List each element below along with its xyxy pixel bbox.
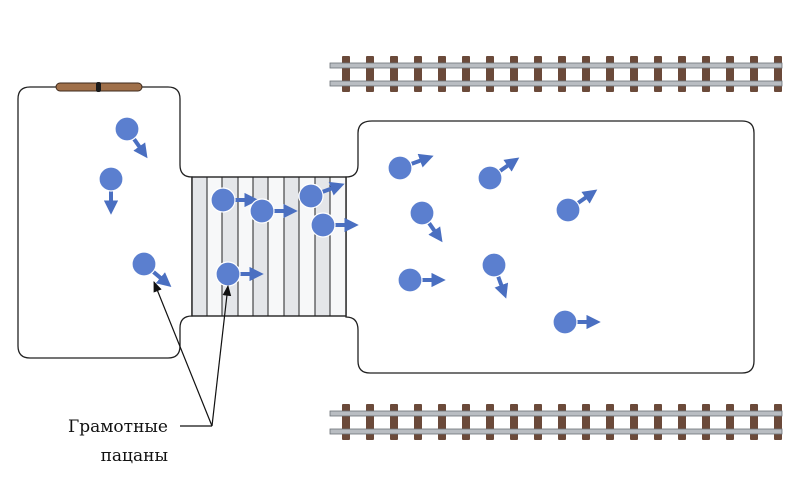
rail-sleeper	[486, 56, 494, 92]
direction-arrow-icon	[575, 189, 598, 206]
person-circle	[310, 212, 336, 238]
person-marker-icon	[552, 309, 601, 335]
person-marker-icon	[98, 166, 124, 215]
direction-arrow-icon	[131, 136, 148, 159]
rail-sleeper	[630, 56, 638, 92]
crossing-stripe	[283, 176, 300, 317]
rail-sleeper	[726, 404, 734, 440]
direction-arrow-icon	[408, 153, 434, 168]
person-marker-icon	[298, 181, 345, 209]
person-marker-icon	[481, 252, 509, 299]
rail-line	[329, 80, 783, 87]
person-marker-icon	[397, 267, 446, 293]
rail-sleeper	[654, 56, 662, 92]
rail-sleeper	[606, 56, 614, 92]
rail-sleeper	[558, 56, 566, 92]
rail-sleeper	[390, 404, 398, 440]
rail-sleeper	[558, 404, 566, 440]
left-platform	[17, 86, 193, 359]
rail-sleeper	[414, 404, 422, 440]
person-circle	[555, 197, 581, 223]
direction-arrow-icon	[494, 273, 509, 299]
annotation: Грамотные пацаны	[68, 280, 232, 466]
rail-sleeper	[774, 404, 782, 440]
railway-track-top	[329, 56, 783, 92]
rail-line	[329, 428, 783, 435]
rail-sleeper	[462, 404, 470, 440]
person-circle	[131, 251, 157, 277]
people-group	[98, 116, 601, 335]
rail-sleeper	[606, 404, 614, 440]
railway-track-bottom	[329, 404, 783, 440]
rail-sleeper	[534, 404, 542, 440]
person-circle	[114, 116, 140, 142]
rail-sleeper	[702, 404, 710, 440]
person-circle	[481, 252, 507, 278]
person-marker-icon	[387, 153, 434, 181]
crossing-stripe	[267, 176, 285, 317]
person-circle	[477, 165, 503, 191]
direction-arrow-icon	[497, 157, 520, 174]
person-circle	[552, 309, 578, 335]
direction-arrow-icon	[426, 220, 443, 243]
rail-sleeper	[726, 56, 734, 92]
person-marker-icon	[215, 261, 264, 287]
crossing-stripe	[237, 176, 254, 317]
rail-sleeper	[486, 404, 494, 440]
rail-line	[329, 410, 783, 417]
leader-line	[153, 280, 213, 427]
rail-sleeper	[438, 56, 446, 92]
crossing-stripe	[191, 176, 208, 317]
person-circle	[98, 166, 124, 192]
rail-sleeper	[654, 404, 662, 440]
annotation-line-2: пацаны	[101, 446, 168, 466]
rail-sleeper	[510, 56, 518, 92]
crossing-stripe	[329, 176, 347, 317]
person-marker-icon	[114, 116, 148, 159]
direction-arrow-icon	[150, 268, 172, 287]
person-circle	[409, 200, 435, 226]
rail-sleeper	[678, 56, 686, 92]
person-marker-icon	[131, 251, 172, 287]
right-platform	[345, 120, 755, 374]
person-circle	[397, 267, 423, 293]
rail-sleeper	[414, 56, 422, 92]
rail-sleeper	[342, 56, 350, 92]
rail-sleeper	[534, 56, 542, 92]
rail-sleeper	[342, 404, 350, 440]
rail-sleeper	[750, 56, 758, 92]
person-marker-icon	[310, 212, 359, 238]
rail-sleeper	[630, 404, 638, 440]
direction-arrow-icon	[319, 181, 345, 196]
rail-sleeper	[582, 404, 590, 440]
person-circle	[298, 183, 324, 209]
person-marker-icon	[477, 157, 520, 191]
person-marker-icon	[409, 200, 443, 243]
rail-sleeper	[366, 56, 374, 92]
rail-sleeper	[702, 56, 710, 92]
rail-sleeper	[366, 404, 374, 440]
person-circle	[249, 198, 275, 224]
person-marker-icon	[249, 198, 298, 224]
crossing-stripe	[252, 176, 269, 317]
annotation-line-1: Грамотные	[68, 417, 168, 437]
person-circle	[210, 187, 236, 213]
rail-sleeper	[582, 56, 590, 92]
bench-icon	[55, 82, 143, 92]
crossing-border	[191, 176, 347, 317]
rail-sleeper	[750, 404, 758, 440]
person-circle	[387, 155, 413, 181]
rail-sleeper	[438, 404, 446, 440]
rail-sleeper	[774, 56, 782, 92]
rail-sleeper	[510, 404, 518, 440]
person-marker-icon	[210, 187, 259, 213]
leader-line	[211, 284, 232, 427]
rail-sleeper	[678, 404, 686, 440]
rail-line	[329, 62, 783, 69]
person-circle	[215, 261, 241, 287]
rail-sleeper	[462, 56, 470, 92]
rail-sleeper	[390, 56, 398, 92]
person-marker-icon	[555, 189, 598, 223]
